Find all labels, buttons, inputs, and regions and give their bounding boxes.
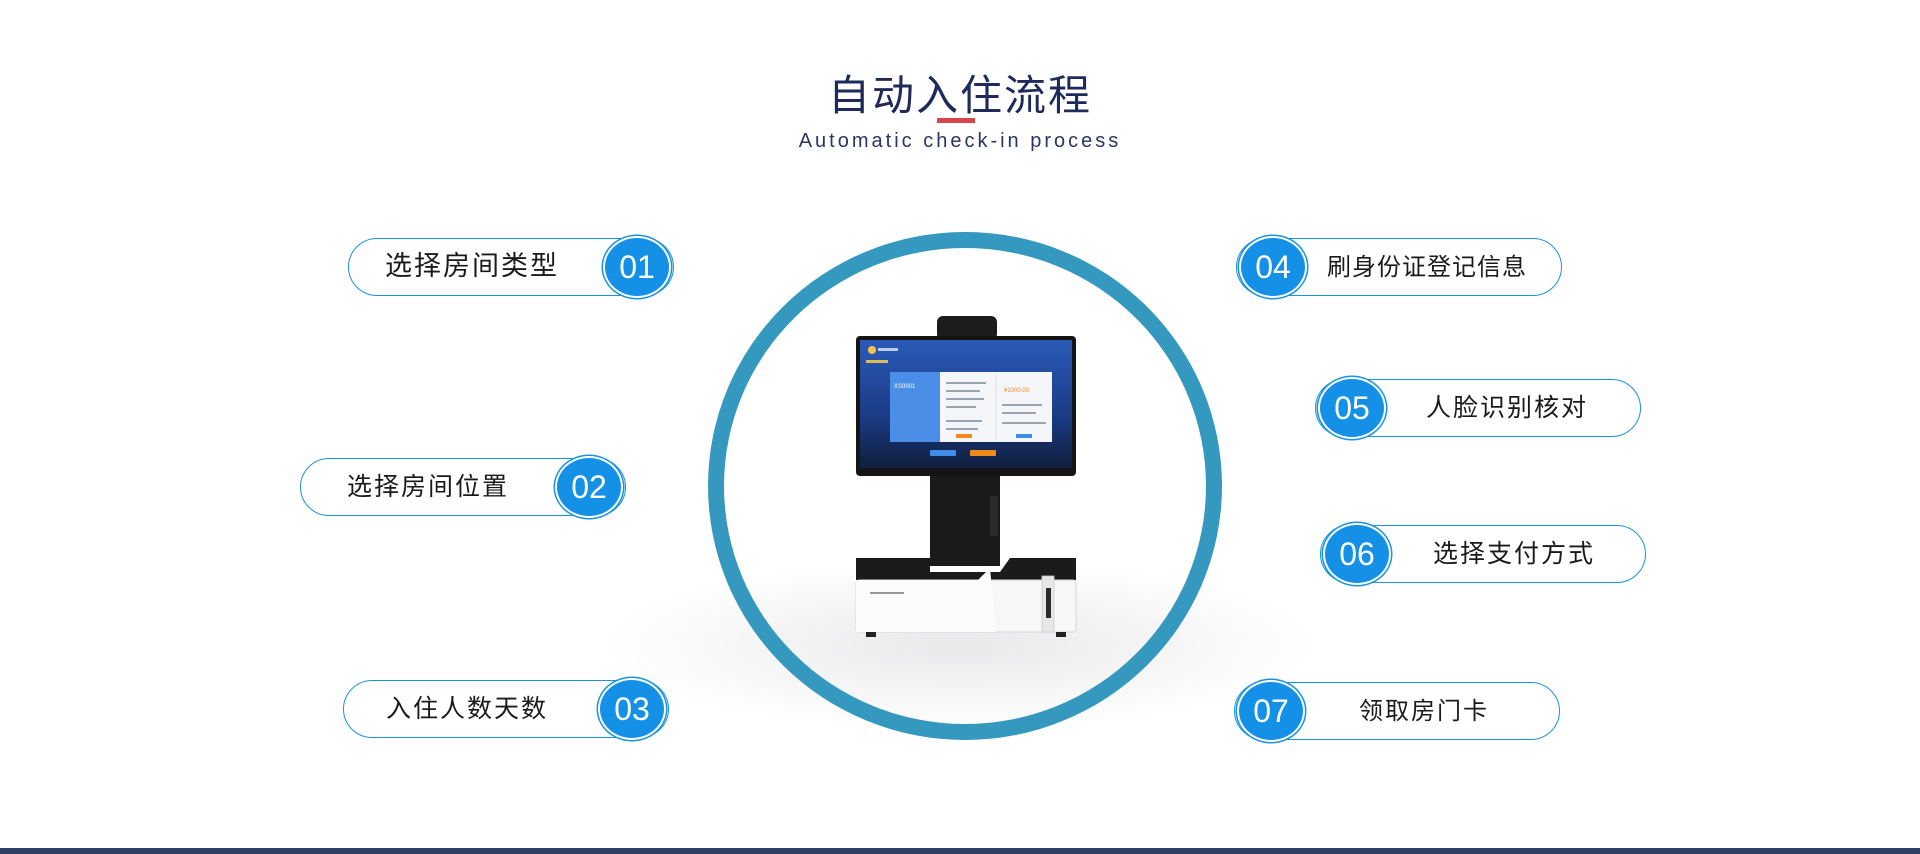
step-05-number: 05 [1320, 379, 1384, 437]
step-03-label: 入住人数天数 [386, 694, 549, 723]
step-07-pill: 07 领取房门卡 [1234, 682, 1560, 740]
step-05-pill: 05 人脸识别核对 [1315, 379, 1641, 437]
kiosk-image: XS0001 ¥1000.00 [855, 316, 1077, 637]
step-01-pill: 选择房间类型 01 [348, 238, 674, 296]
page-subtitle: Automatic check-in process [798, 130, 1122, 152]
step-02-pill: 选择房间位置 02 [300, 458, 626, 516]
step-01-number: 01 [605, 238, 669, 296]
kiosk-room-code: XS0001 [894, 384, 916, 390]
step-01-label: 选择房间类型 [385, 251, 559, 282]
page-title: 自动入住流程 [827, 71, 1092, 120]
step-06-pill: 06 选择支付方式 [1320, 525, 1646, 583]
step-06-label: 选择支付方式 [1433, 539, 1596, 568]
step-04-number: 04 [1241, 238, 1305, 296]
step-04-label: 刷身份证登记信息 [1327, 253, 1527, 281]
step-02-number: 02 [557, 458, 621, 516]
step-05-label: 人脸识别核对 [1426, 393, 1589, 422]
title-underline [937, 118, 975, 123]
step-06-number: 06 [1325, 525, 1389, 583]
step-03-number: 03 [600, 680, 664, 738]
step-07-number: 07 [1239, 682, 1303, 740]
step-04-pill: 04 刷身份证登记信息 [1236, 238, 1562, 296]
kiosk-price: ¥1000.00 [1004, 388, 1030, 394]
step-02-label: 选择房间位置 [347, 472, 510, 501]
step-03-pill: 入住人数天数 03 [343, 680, 669, 738]
footer-bar [0, 848, 1920, 854]
step-07-label: 领取房门卡 [1359, 697, 1489, 725]
